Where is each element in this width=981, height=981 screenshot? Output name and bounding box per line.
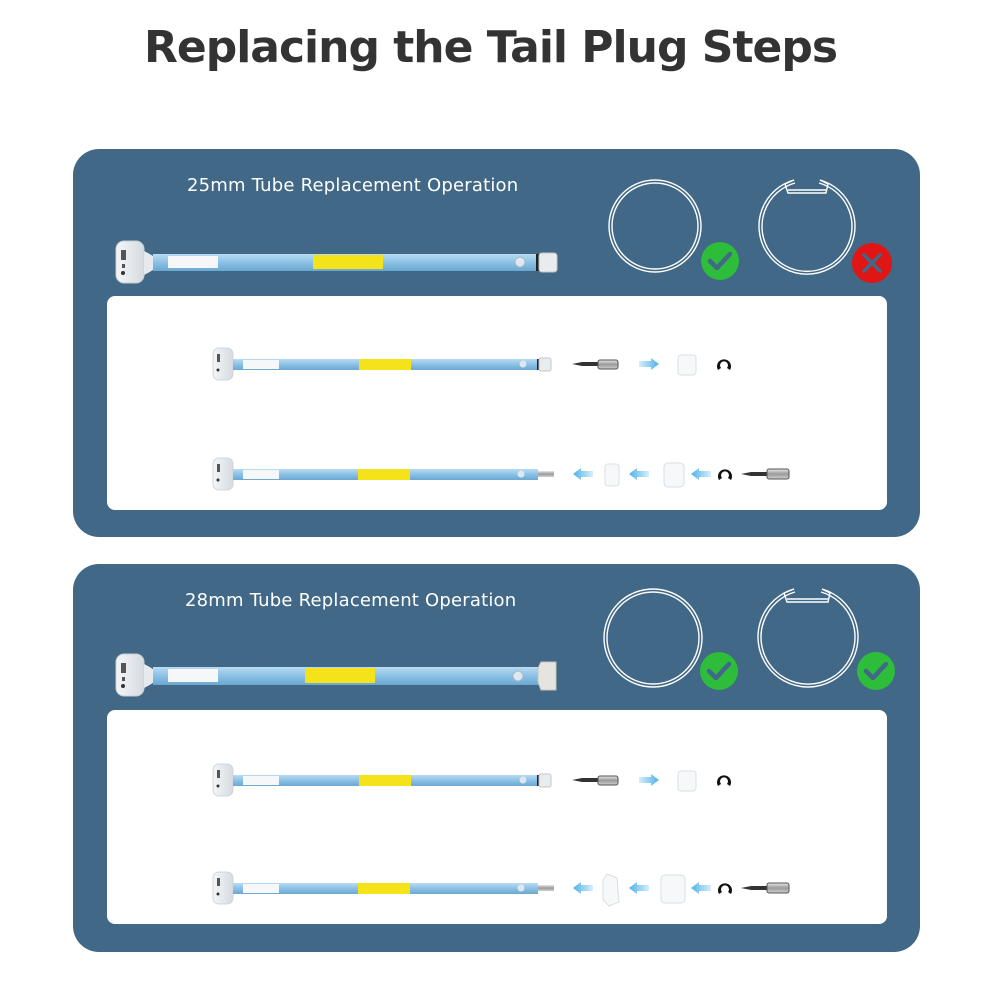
tubular-motor-shaft bbox=[212, 871, 554, 905]
steps-box bbox=[107, 296, 887, 510]
tubular-motor-shaft bbox=[212, 457, 554, 491]
arrow-left bbox=[629, 468, 649, 480]
arrow-left bbox=[573, 882, 593, 894]
cross-icon bbox=[852, 243, 892, 283]
arrow-left bbox=[573, 468, 593, 480]
tubular-motor-image bbox=[108, 653, 563, 700]
tubular-motor bbox=[212, 347, 552, 381]
step-row-remove bbox=[211, 346, 831, 386]
arrow-left bbox=[629, 882, 649, 894]
arrow-left bbox=[691, 468, 711, 480]
screwdriver bbox=[572, 775, 619, 786]
check-icon bbox=[857, 652, 895, 690]
screwdriver bbox=[741, 468, 790, 480]
step-row-install bbox=[211, 456, 831, 496]
profile-notched-tube bbox=[756, 177, 858, 279]
tail-plug bbox=[677, 354, 697, 376]
section-title: 28mm Tube Replacement Operation bbox=[185, 590, 517, 611]
e-clip bbox=[718, 883, 732, 894]
screwdriver bbox=[741, 882, 790, 894]
e-clip bbox=[717, 359, 731, 370]
section-title: 25mm Tube Replacement Operation bbox=[187, 175, 519, 196]
tubular-motor-image bbox=[108, 240, 563, 287]
tail-plug bbox=[677, 770, 697, 792]
adapter-ring bbox=[602, 873, 620, 907]
step-row-remove bbox=[211, 762, 831, 802]
adapter-ring bbox=[604, 463, 620, 487]
arrow-right bbox=[639, 774, 659, 786]
profile-round-tube bbox=[603, 588, 705, 690]
arrow-left bbox=[691, 882, 711, 894]
profile-round-tube bbox=[608, 179, 706, 277]
steps-box bbox=[107, 710, 887, 924]
step-row-install bbox=[211, 870, 831, 914]
tail-plug bbox=[663, 462, 685, 488]
profile-notched-tube bbox=[756, 585, 860, 689]
e-clip bbox=[718, 469, 732, 480]
check-icon bbox=[701, 242, 739, 280]
tail-plug bbox=[660, 874, 686, 904]
tubular-motor bbox=[212, 763, 552, 797]
check-icon bbox=[700, 652, 738, 690]
arrow-right bbox=[639, 358, 659, 370]
screwdriver bbox=[572, 359, 619, 370]
section-25mm: 25mm Tube Replacement Operation bbox=[73, 149, 920, 537]
e-clip bbox=[717, 775, 731, 786]
section-28mm: 28mm Tube Replacement Operation bbox=[73, 564, 920, 952]
page-title: Replacing the Tail Plug Steps bbox=[143, 22, 838, 73]
